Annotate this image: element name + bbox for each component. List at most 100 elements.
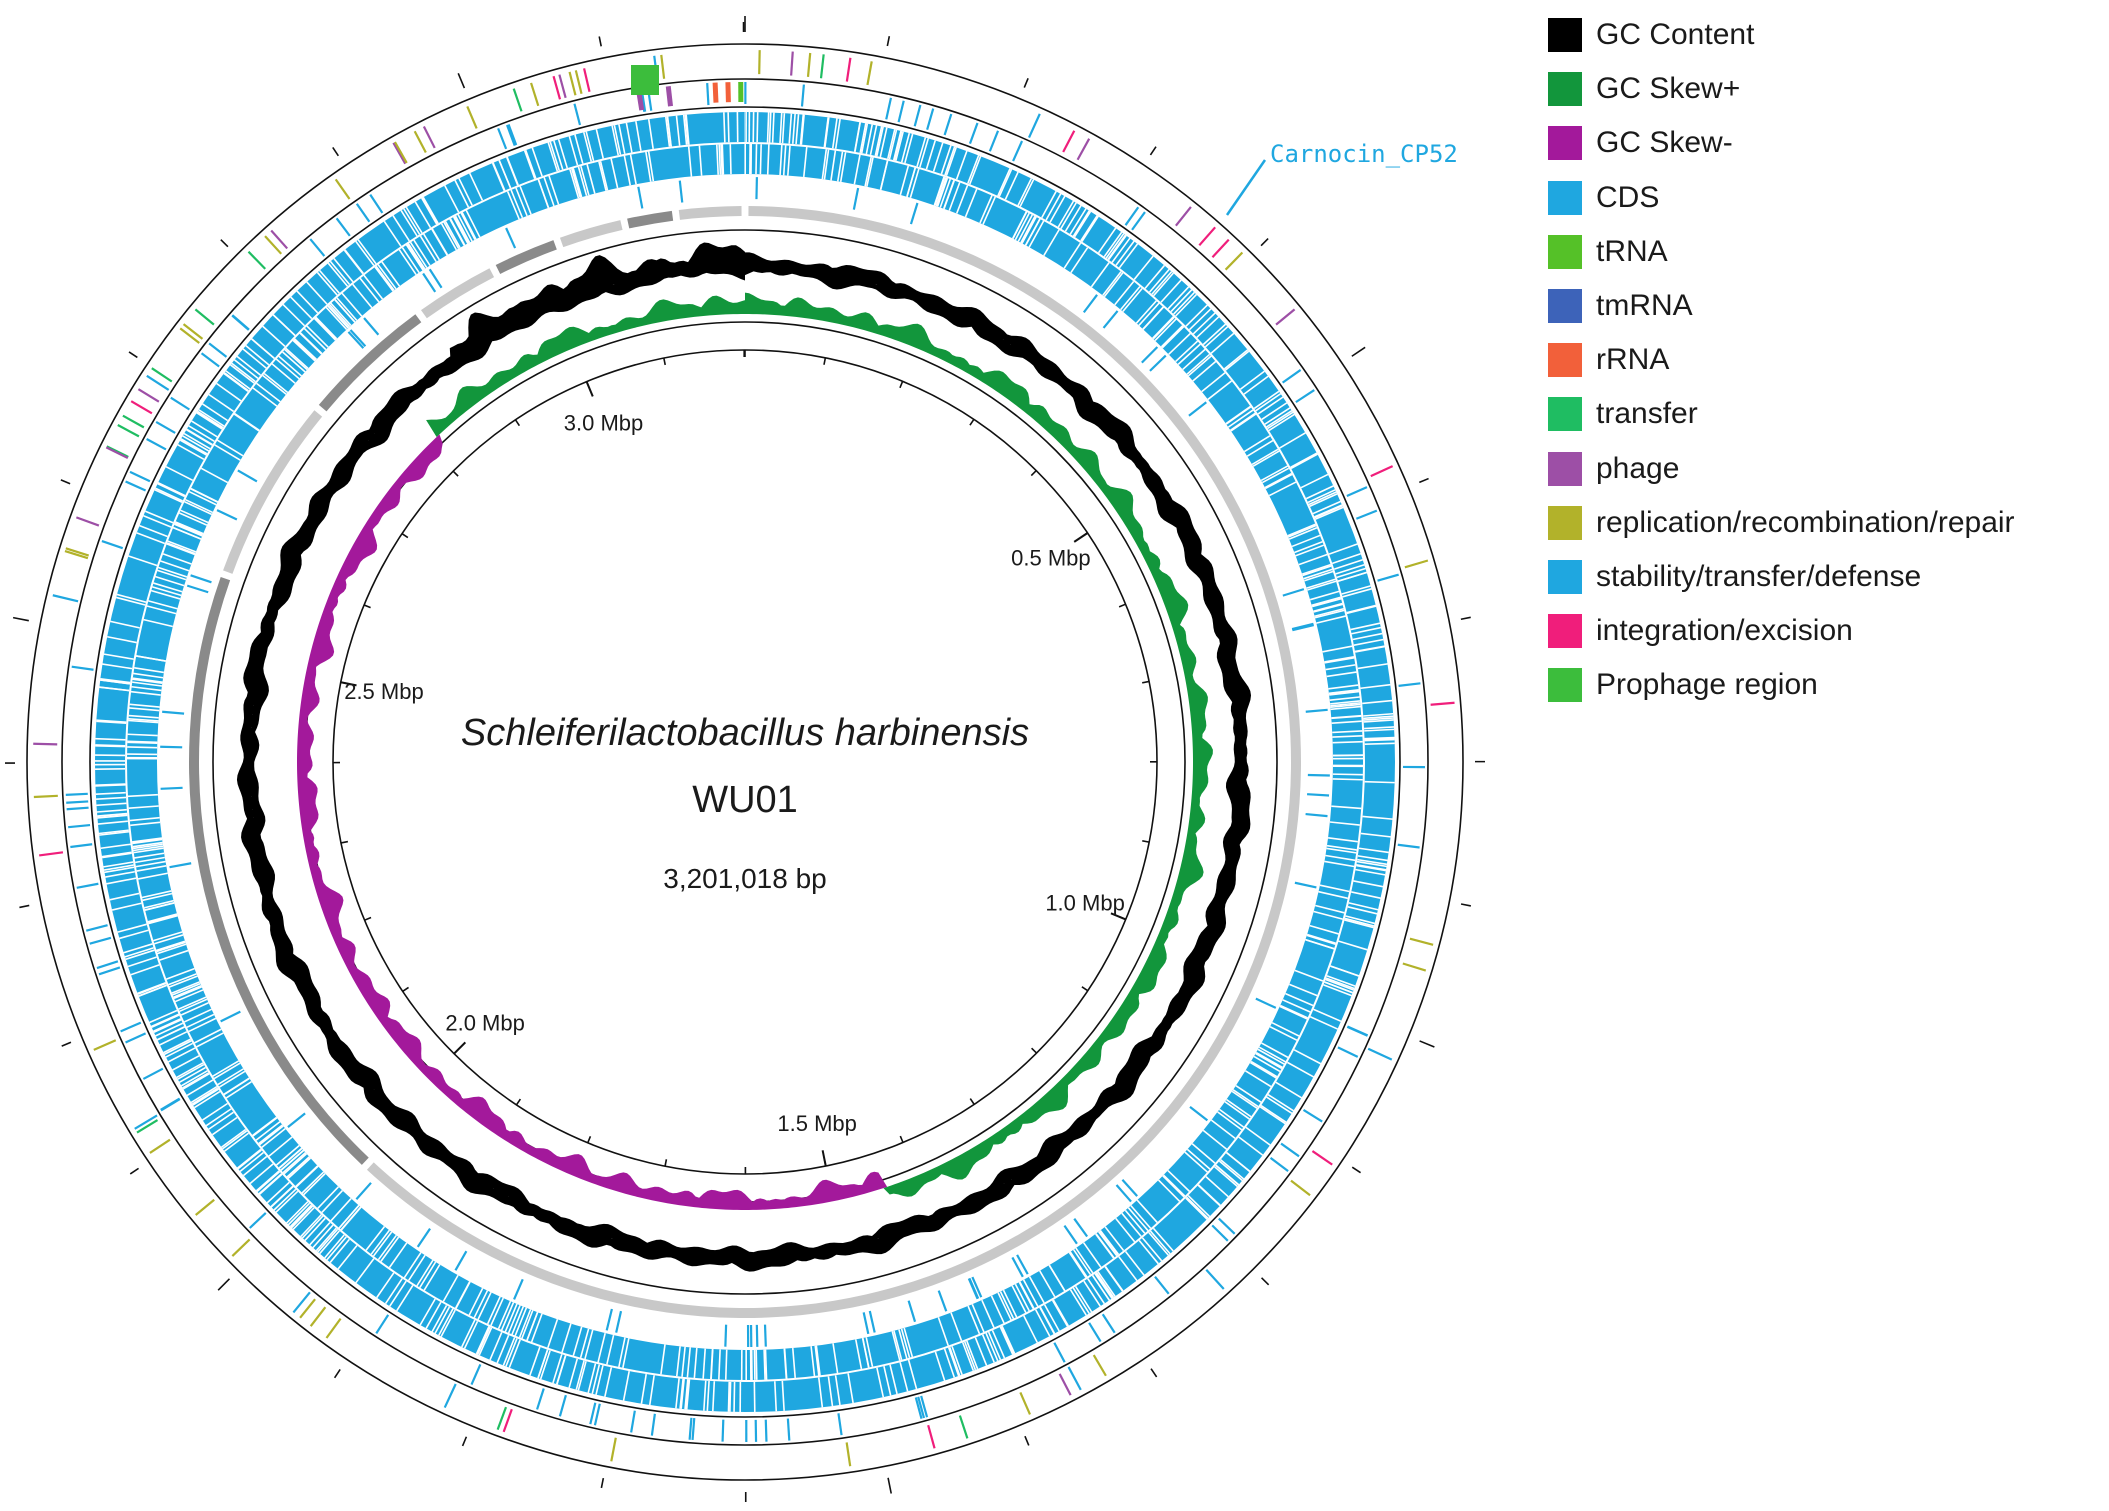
cds-gap — [406, 244, 424, 271]
cds-gap — [779, 112, 783, 144]
cds-gap — [454, 215, 471, 243]
cds-gap — [489, 1331, 503, 1361]
cds-gap — [128, 805, 159, 810]
cds-gap — [945, 147, 957, 176]
cds-gap — [180, 438, 208, 455]
cds-gap — [892, 130, 902, 161]
cds-gap — [1313, 1008, 1342, 1023]
cds-gap — [1313, 602, 1343, 613]
cds-feature — [593, 1403, 601, 1426]
cds-gap — [280, 1149, 304, 1171]
cds-feature — [66, 806, 89, 811]
mobile-element-feature — [845, 57, 852, 82]
cds-gap — [1024, 218, 1041, 246]
cds-feature — [220, 1010, 241, 1023]
legend-swatch — [1548, 18, 1582, 53]
mobile-element-feature — [334, 178, 351, 200]
cds-feature — [1281, 369, 1302, 384]
cds-gap — [510, 189, 524, 219]
legend-swatch — [1548, 234, 1582, 269]
cds-gap — [505, 156, 519, 186]
cds-gap — [148, 600, 178, 610]
cds-gap — [173, 985, 202, 998]
cds-feature — [101, 540, 124, 550]
cds-gap — [196, 1032, 224, 1048]
cds-gap — [623, 155, 632, 186]
cds-gap — [133, 672, 164, 679]
cds-gap — [200, 467, 229, 484]
cds-gap — [398, 249, 417, 276]
cds-gap — [723, 112, 726, 143]
cds-gap — [186, 1079, 214, 1097]
cds-gap — [340, 1206, 362, 1231]
cds-gap — [1305, 938, 1335, 950]
cds-gap — [147, 913, 178, 923]
cds-gap — [815, 1345, 821, 1376]
cds-gap — [290, 296, 313, 320]
contig-arc — [627, 210, 674, 229]
cds-gap — [478, 1327, 493, 1356]
mobile-element-feature — [790, 51, 794, 76]
cds-gap — [584, 1329, 594, 1360]
outer-tick — [129, 1167, 140, 1175]
cds-gap — [583, 132, 593, 162]
cds-feature — [988, 130, 1000, 152]
cds-gap — [660, 1344, 666, 1375]
cds-gap — [625, 122, 633, 153]
cds-gap — [1306, 933, 1337, 945]
cds-gap — [1105, 233, 1125, 259]
legend-item: Prophage region — [1548, 658, 2108, 712]
cds-gap — [1266, 1096, 1293, 1114]
cds-gap — [1017, 214, 1033, 242]
mobile-element-feature — [1370, 465, 1394, 478]
cds-gap — [194, 1028, 222, 1044]
inner-tick — [899, 1135, 904, 1143]
cds-feature — [800, 84, 805, 107]
cds-gap — [127, 746, 158, 749]
mobile-element-feature — [39, 851, 64, 857]
cds-feature — [688, 1417, 693, 1440]
cds-gap — [1268, 413, 1295, 432]
cds-gap — [1011, 1285, 1027, 1313]
cds-gap — [1081, 215, 1099, 242]
cds-gap — [256, 1171, 281, 1193]
cds-gap — [800, 114, 805, 145]
track-ring — [26, 43, 1464, 1481]
cds-gap — [1022, 1279, 1039, 1307]
cds-feature — [85, 924, 108, 932]
cds-gap — [153, 931, 183, 942]
cds-gap — [971, 1303, 985, 1333]
cds-gap — [1346, 604, 1377, 614]
cds-gap — [1148, 1231, 1169, 1256]
cds-feature — [1305, 708, 1328, 713]
cds-gap — [597, 1332, 606, 1363]
cds-gap — [282, 1152, 307, 1174]
inner-tick — [401, 533, 409, 539]
cds-gap — [1363, 719, 1394, 723]
cds-gap — [468, 1287, 484, 1316]
legend-label: phage — [1596, 451, 1680, 485]
mobile-element-feature — [106, 445, 129, 458]
scale-major-tick — [1073, 532, 1089, 543]
cds-gap — [99, 686, 130, 692]
cds-gap — [998, 168, 1013, 197]
cds-gap — [157, 482, 186, 497]
cds-feature — [98, 966, 121, 976]
cds-gap — [506, 191, 520, 220]
cds-gap — [907, 1359, 918, 1390]
cds-feature — [428, 268, 443, 289]
cds-feature — [971, 1276, 983, 1298]
outer-tick — [886, 36, 891, 47]
cds-gap — [1268, 481, 1297, 497]
cds-gap — [1210, 332, 1235, 354]
cds-feature — [968, 122, 979, 145]
cds-gap — [682, 114, 688, 145]
inner-tick — [1142, 680, 1150, 684]
cds-gap — [1357, 855, 1388, 862]
cds-gap — [1202, 1129, 1228, 1150]
cds-gap — [684, 1379, 690, 1410]
cds-gap — [666, 116, 672, 147]
cds-gap — [1060, 202, 1077, 229]
cds-gap — [132, 838, 163, 845]
cds-gap — [1330, 705, 1361, 711]
